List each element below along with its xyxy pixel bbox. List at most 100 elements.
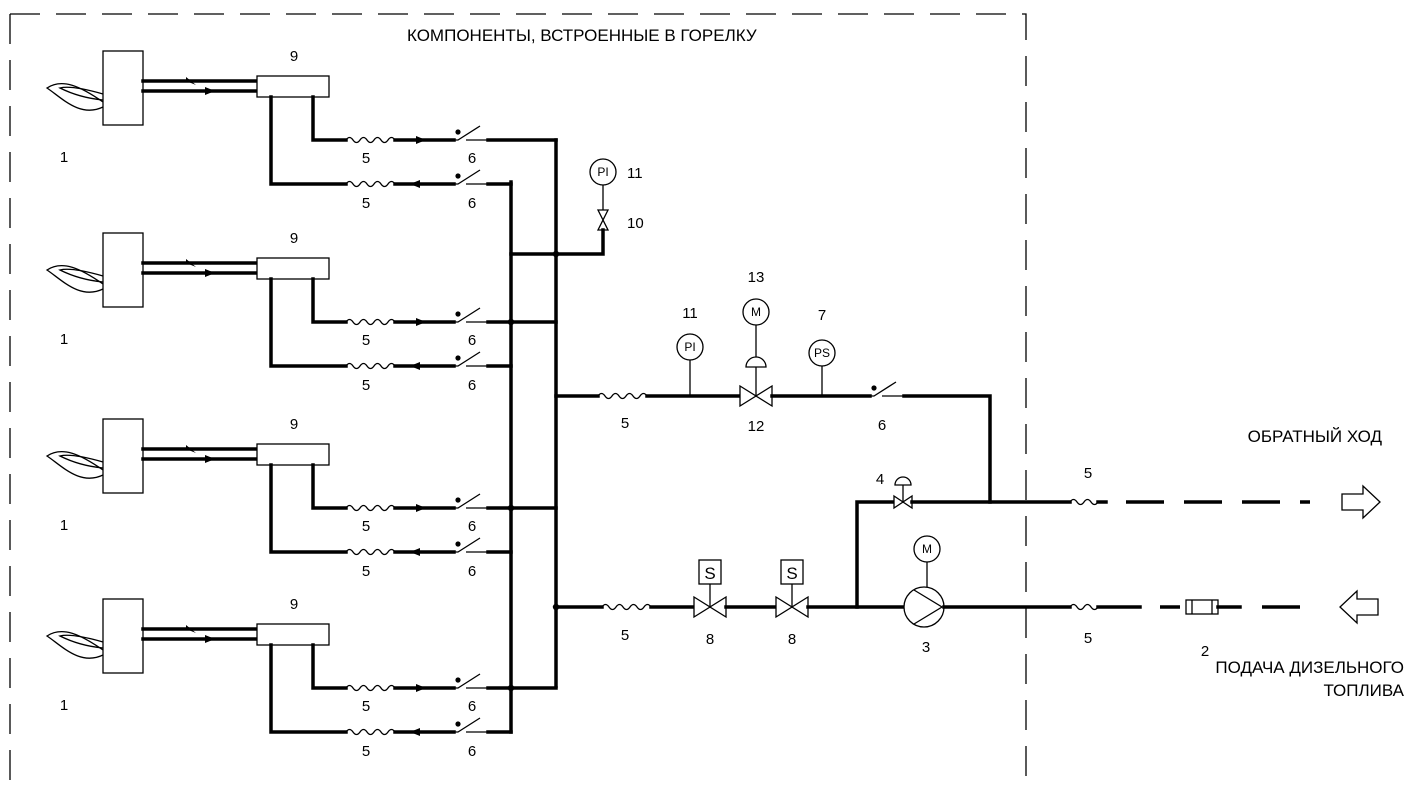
- hose-number: 5: [362, 195, 370, 212]
- burner-number: 1: [60, 697, 68, 714]
- check-valve-dot: [455, 311, 461, 317]
- check-valve-number: 6: [468, 563, 476, 580]
- burner-block: [102, 50, 144, 126]
- switch-symbol: PS: [814, 346, 830, 360]
- flow-arrow-icon: [205, 269, 215, 277]
- fuel-filter-2: [1185, 599, 1219, 615]
- return-label: ОБРАТНЫЙ ХОД: [1248, 427, 1383, 446]
- check-valve-return: [454, 717, 488, 733]
- hose-number: 5: [362, 332, 370, 349]
- return-branch-pipe: [269, 95, 348, 186]
- check-valve-number: 6: [468, 518, 476, 535]
- flow-arrow-icon: [205, 455, 215, 463]
- burner-lance-inner: [58, 454, 104, 469]
- distributor-block: [256, 75, 330, 98]
- supply-branch-pipe: [311, 277, 348, 324]
- distributor-block: [256, 623, 330, 646]
- burner-lance-inner: [58, 268, 104, 283]
- distributor-block: [256, 257, 330, 280]
- motor-number: 13: [748, 269, 765, 286]
- flex-hose: [345, 504, 396, 512]
- distributor-number: 9: [290, 48, 298, 65]
- flex-hose: [345, 684, 396, 692]
- flow-arrow-icon: [186, 77, 196, 85]
- supply-branch-pipe: [311, 95, 348, 142]
- burner-number: 1: [60, 149, 68, 166]
- check-valve-dot: [455, 173, 461, 179]
- flow-arrow-icon: [205, 87, 215, 95]
- supply-branch-pipe: [311, 643, 348, 690]
- gauge-return-number: 11: [682, 305, 698, 322]
- outflow-arrow-icon: [1341, 484, 1381, 520]
- motorized-valve-12: M: [739, 298, 773, 408]
- burner-lance: [45, 450, 104, 479]
- flow-arrow-icon: [416, 318, 426, 326]
- flex-hose: [345, 362, 396, 370]
- flow-arrow-icon: [416, 504, 426, 512]
- inflow-arrow-icon: [1339, 589, 1379, 625]
- bypass-pipe: [855, 500, 896, 609]
- distributor-number: 9: [290, 416, 298, 433]
- solenoid-number: 8: [788, 631, 796, 648]
- hose-number: 5: [362, 150, 370, 167]
- switch-number: 7: [818, 307, 826, 324]
- flex-hose: [345, 180, 396, 188]
- check-valve-supply: [454, 493, 488, 509]
- flow-arrow-icon: [186, 625, 196, 633]
- pressure-gauge-top: [589, 158, 617, 186]
- pump-number: 3: [922, 639, 930, 656]
- flow-arrow-icon: [416, 684, 426, 692]
- gauge-symbol: PI: [597, 165, 608, 179]
- check-valve-supply: [454, 673, 488, 689]
- return-pipe-segment: [902, 394, 992, 504]
- return-branch-pipe: [269, 463, 348, 554]
- check-valve-dot: [455, 721, 461, 727]
- flow-arrow-icon: [186, 445, 196, 453]
- check-valve-number: 6: [468, 377, 476, 394]
- solenoid-valve-8b: S: [775, 559, 809, 619]
- burner-lance: [45, 82, 104, 111]
- check-valve-number: 6: [468, 195, 476, 212]
- solenoid-valve-8a: S: [693, 559, 727, 619]
- burner-lance: [45, 630, 104, 659]
- flow-arrow-icon: [410, 180, 420, 188]
- check-valve-number: 6: [468, 743, 476, 760]
- flow-arrow-icon: [410, 728, 420, 736]
- burner-lance: [45, 264, 104, 293]
- check-valve-supply: [454, 307, 488, 323]
- flex-hose: [345, 318, 396, 326]
- check-valve-dot: [455, 129, 461, 135]
- fuel-pump-3: M: [903, 535, 945, 628]
- check-valve-number: 6: [468, 698, 476, 715]
- check-valve-number: 6: [878, 417, 886, 434]
- distributor-block: [256, 443, 330, 466]
- return-branch-pipe: [269, 643, 348, 734]
- supply-label-line1: ПОДАЧА ДИЗЕЛЬНОГО: [1215, 658, 1404, 677]
- distributor-number: 9: [290, 596, 298, 613]
- pressure-gauge-return: [676, 333, 704, 361]
- pressure-switch: [808, 339, 836, 367]
- flow-arrow-icon: [186, 259, 196, 267]
- solenoid-number: 8: [706, 631, 714, 648]
- burner-boundary-frame: [9, 13, 1027, 792]
- flow-arrow-icon: [410, 362, 420, 370]
- distributor-number: 9: [290, 230, 298, 247]
- flow-arrow-icon: [410, 548, 420, 556]
- check-valve-return: [454, 351, 488, 367]
- hose-number: 5: [362, 518, 370, 535]
- flow-arrow-icon: [416, 136, 426, 144]
- valve-number: 12: [748, 418, 765, 435]
- diagram-title: КОМПОНЕНТЫ, ВСТРОЕННЫЕ В ГОРЕЛКУ: [407, 26, 757, 45]
- flex-hose: [345, 548, 396, 556]
- valve-motor: [742, 298, 770, 326]
- hose-number: 5: [362, 698, 370, 715]
- check-valve-return: [454, 169, 488, 185]
- solenoid-symbol: S: [786, 564, 797, 583]
- burner-lance-inner: [58, 86, 104, 101]
